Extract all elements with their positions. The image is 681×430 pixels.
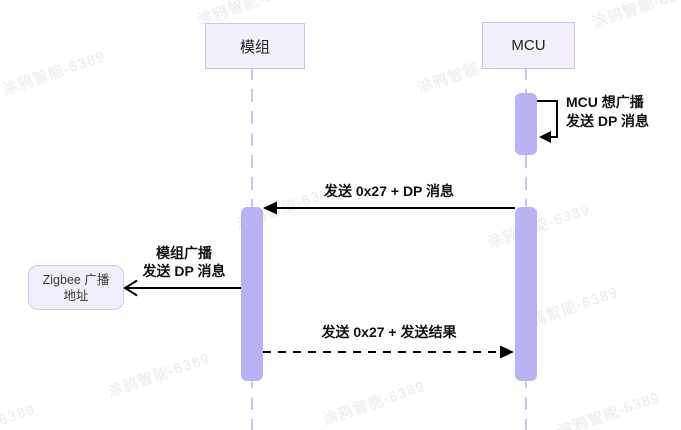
actor-label-module: 模组 bbox=[239, 38, 270, 56]
module-broadcast-line2: 发送 DP 消息 bbox=[142, 263, 226, 279]
self-message-line1: MCU 想广播 bbox=[566, 94, 644, 110]
zigbee-node-line2: 地址 bbox=[63, 288, 89, 303]
actor-box-module: 模组 bbox=[205, 23, 305, 69]
module-broadcast-label: 模组广播 发送 DP 消息 bbox=[110, 244, 258, 280]
activation-bar-mcu bbox=[515, 207, 537, 381]
module-broadcast-line1: 模组广播 bbox=[156, 245, 212, 261]
activation-bar-module bbox=[241, 207, 263, 381]
actor-box-mcu: MCU bbox=[482, 22, 575, 69]
actor-label-mcu: MCU bbox=[511, 37, 546, 54]
self-message-line2: 发送 DP 消息 bbox=[566, 113, 649, 129]
send-result-label: 发送 0x27 + 发送结果 bbox=[321, 324, 457, 340]
activation-bar-mcu-self bbox=[515, 93, 537, 155]
broadcast-request-label: 发送 0x27 + DP 消息 bbox=[323, 183, 455, 199]
zigbee-node-line1: Zigbee 广播 bbox=[42, 272, 110, 287]
self-message-label: MCU 想广播 发送 DP 消息 bbox=[566, 93, 649, 131]
zigbee-broadcast-node: Zigbee 广播 地址 bbox=[28, 265, 124, 310]
